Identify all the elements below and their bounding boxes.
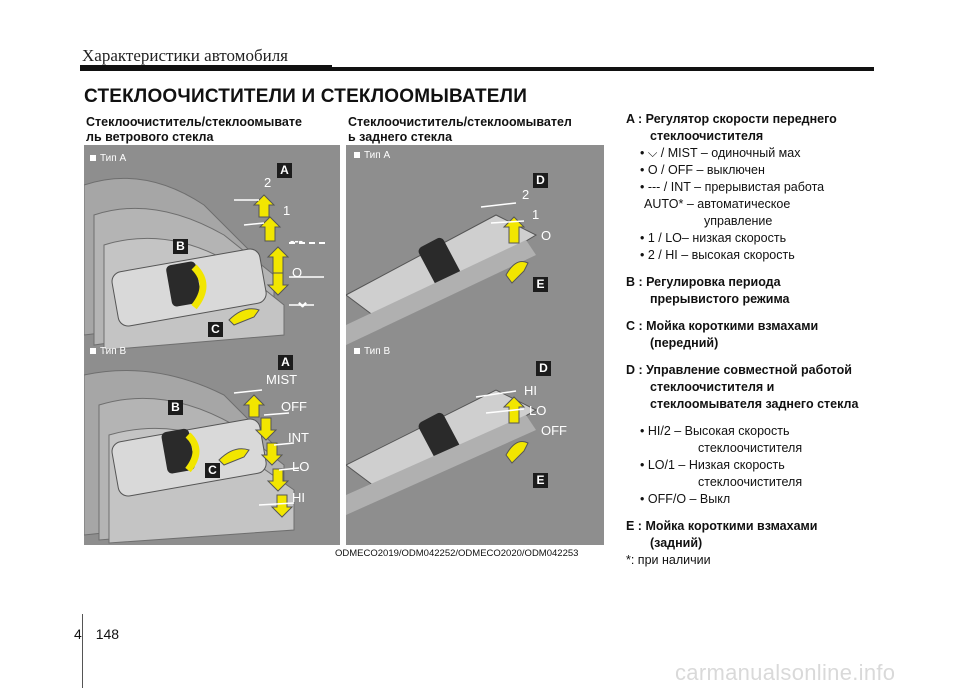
legend-d-bullet-2b: стеклоочистителя [698, 475, 803, 489]
legend-a-bullet-5: • 1 / LO– низкая скорость [640, 231, 787, 245]
middle-heading-line2: ь заднего стекла [348, 130, 453, 144]
legend-d-bullet-2a: • LO/1 – Низкая скорость [640, 458, 785, 472]
header-title: Характеристики автомобиля [82, 46, 288, 65]
chapter-number: 4 [74, 626, 82, 642]
front-b-label-mist: MIST [266, 372, 298, 387]
page-number-value: 148 [95, 626, 120, 642]
front-a-label-mist: ⌄ [295, 291, 311, 311]
legend-e-head-1: E : Мойка короткими взмахами [626, 519, 818, 533]
callout-b-front-type-b: B [168, 400, 183, 415]
front-a-label-2: 2 [264, 175, 272, 190]
rear-wiper-illustration: Тип A Тип B D E 2 1 O D E HI LO OFF [346, 145, 604, 545]
legend-a-bullet-4b: управление [704, 214, 773, 228]
front-wiper-illustration: Тип A Тип B A B C 2 1 --- O ⌄ A B C MIST… [84, 145, 340, 545]
section-title: СТЕКЛООЧИСТИТЕЛИ И СТЕКЛООМЫВАТЕЛИ [84, 86, 528, 107]
legend-d-bullet-3: • OFF/O – Выкл [640, 492, 731, 506]
type-a-label-front: Тип A [90, 153, 126, 164]
legend-a-bullet-4a: AUTO* – автоматическое [644, 197, 791, 211]
rear-wiper-drawing [346, 202, 538, 515]
legend-a-head-1: A : Регулятор скорости переднего [626, 112, 837, 126]
front-wiper-drawing [84, 177, 329, 544]
rear-a-label-1: 1 [532, 207, 540, 222]
legend-b-head-1: B : Регулировка периода [626, 275, 781, 289]
legend-b-head-2: прерывистого режима [650, 292, 790, 306]
front-b-label-lo: LO [292, 459, 310, 474]
callout-e-rear-type-a: E [533, 277, 548, 292]
front-b-label-hi: HI [292, 490, 305, 505]
rear-a-label-o: O [541, 228, 552, 243]
legend-d-head-3: стеклоомывателя заднего стекла [650, 397, 859, 411]
left-heading-line1: Стеклоочиститель/стеклоомывате [86, 115, 302, 129]
left-heading-line2: ль ветрового стекла [86, 130, 214, 144]
header-rule [80, 65, 874, 71]
middle-column-heading: Стеклоочиститель/стеклоомывател ь заднег… [348, 115, 603, 145]
legend-d-head-2: стеклоочистителя и [650, 380, 775, 394]
callout-a-front-type-a: A [277, 163, 292, 178]
legend-a-bullet-3: • --- / INT – прерывистая работа [640, 180, 825, 194]
type-b-label-rear: Тип B [354, 346, 390, 357]
callout-c-front-type-a: C [208, 322, 223, 337]
rear-b-label-lo: LO [529, 403, 547, 418]
front-a-label-1: 1 [283, 203, 291, 218]
legend-a-bullet-6: • 2 / HI – высокая скорость [640, 248, 795, 262]
callout-e-rear-type-b: E [533, 473, 548, 488]
rear-b-label-hi: HI [524, 383, 537, 398]
callout-b-front-type-a: B [173, 239, 188, 254]
callout-d-rear-type-a: D [533, 173, 548, 188]
front-a-label-off: O [292, 265, 303, 280]
type-a-label-rear: Тип A [354, 150, 390, 161]
callout-c-front-type-b: C [205, 463, 220, 478]
legend-a-bullet-1: • ⌵ / MIST – одиночный мах [640, 146, 801, 160]
legend-c-head-2: (передний) [650, 336, 719, 350]
type-b-label-front: Тип B [90, 346, 126, 357]
legend-a-head-2: стеклоочистителя [650, 129, 764, 143]
page-rule [82, 614, 83, 688]
front-b-label-int: INT [288, 430, 309, 445]
rear-a-label-2: 2 [522, 187, 530, 202]
rear-b-label-off: OFF [541, 423, 567, 438]
left-column-heading: Стеклоочиститель/стеклоомывате ль ветров… [86, 115, 341, 145]
callout-a-front-type-b: A [278, 355, 293, 370]
legend-c-head-1: C : Мойка короткими взмахами [626, 319, 819, 333]
front-b-label-off: OFF [281, 399, 307, 414]
legend-a-bullet-2: • O / OFF – выключен [640, 163, 765, 177]
legend-e-head-2: (задний) [650, 536, 703, 550]
middle-heading-line1: Стеклоочиститель/стеклоомывател [348, 115, 572, 129]
legend-d-bullet-1a: • HI/2 – Высокая скорость [640, 424, 790, 438]
footnote: *: при наличии [626, 553, 711, 567]
page-number: 4 148 [74, 626, 119, 642]
front-a-label-int: --- [290, 233, 303, 248]
watermark: carmanualsonline.info [675, 660, 896, 685]
callout-d-rear-type-b: D [536, 361, 551, 376]
legend-d-head-1: D : Управление совместной работой [626, 363, 852, 377]
legend-column: A : Регулятор скорости переднего стеклоо… [626, 111, 886, 569]
legend-d-bullet-1b: стеклоочистителя [698, 441, 803, 455]
figure-code: ODMECO2019/ODM042252/ODMECO2020/ODM04225… [335, 548, 579, 559]
